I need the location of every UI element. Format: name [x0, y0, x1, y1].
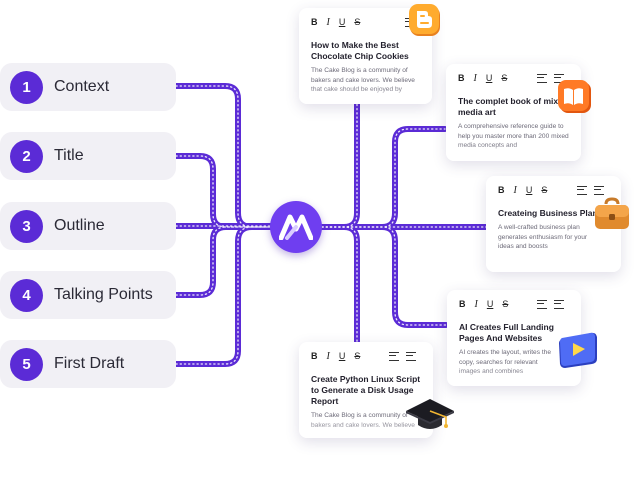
- italic-button[interactable]: I: [326, 16, 330, 28]
- format-toolbar: B I U S: [311, 350, 423, 362]
- content-card[interactable]: B I U S The complet book of mixed media …: [446, 64, 581, 161]
- book-icon: [558, 80, 591, 113]
- format-toolbar: B I U S: [311, 16, 422, 28]
- card-title: How to Make the Best Chocolate Chip Cook…: [311, 40, 409, 61]
- format-toolbar: B I U S: [498, 184, 611, 196]
- format-toolbar: B I U S: [459, 298, 571, 310]
- card-title: AI Creates Full Landing Pages And Websit…: [459, 322, 554, 343]
- underline-button[interactable]: U: [338, 351, 346, 361]
- step-label: Talking Points: [54, 286, 153, 303]
- align-right-icon[interactable]: [554, 299, 564, 309]
- card-title: Create Python Linux Script to Generate a…: [311, 374, 421, 406]
- format-toolbar: B I U S: [458, 72, 571, 84]
- step-context[interactable]: 1 Context: [0, 63, 176, 111]
- fade-overlay: [447, 368, 581, 386]
- underline-button[interactable]: U: [486, 299, 494, 309]
- italic-button[interactable]: I: [473, 72, 477, 84]
- step-number: 5: [10, 347, 43, 381]
- underline-button[interactable]: U: [485, 73, 493, 83]
- align-right-icon[interactable]: [406, 351, 416, 361]
- align-left-icon[interactable]: [537, 73, 547, 83]
- hub-logo: [270, 201, 322, 253]
- card-title: The complet book of mixed media art: [458, 96, 569, 117]
- italic-button[interactable]: I: [513, 184, 517, 196]
- step-outline[interactable]: 3 Outline: [0, 202, 176, 250]
- bold-button[interactable]: B: [498, 185, 505, 195]
- step-label: First Draft: [54, 355, 125, 372]
- align-left-icon[interactable]: [389, 351, 399, 361]
- step-label: Context: [54, 78, 110, 95]
- italic-button[interactable]: I: [326, 350, 330, 362]
- bold-button[interactable]: B: [458, 73, 465, 83]
- step-talking-points[interactable]: 4 Talking Points: [0, 271, 176, 319]
- fade-overlay: [446, 143, 581, 161]
- italic-button[interactable]: I: [474, 298, 478, 310]
- strikethrough-button[interactable]: S: [354, 351, 361, 361]
- step-label: Outline: [54, 217, 105, 234]
- strikethrough-button[interactable]: S: [502, 299, 509, 309]
- strikethrough-button[interactable]: S: [541, 185, 548, 195]
- underline-button[interactable]: U: [525, 185, 533, 195]
- step-number: 4: [10, 278, 43, 312]
- bold-button[interactable]: B: [311, 17, 318, 27]
- logo-icon: [279, 214, 313, 240]
- briefcase-icon: [595, 197, 629, 229]
- graduation-cap-icon: [406, 399, 454, 429]
- step-number: 3: [10, 209, 43, 243]
- bold-button[interactable]: B: [459, 299, 466, 309]
- content-card[interactable]: B I U S AI Creates Full Landing Pages An…: [447, 290, 581, 386]
- strikethrough-button[interactable]: S: [501, 73, 508, 83]
- align-left-icon[interactable]: [577, 185, 587, 195]
- fade-overlay: [486, 254, 621, 272]
- strikethrough-button[interactable]: S: [354, 17, 361, 27]
- step-number: 1: [10, 70, 43, 104]
- align-right-icon[interactable]: [594, 185, 604, 195]
- blogger-icon: [409, 4, 440, 36]
- step-number: 2: [10, 139, 43, 173]
- play-icon: [559, 332, 597, 368]
- align-right-icon[interactable]: [554, 73, 564, 83]
- step-first-draft[interactable]: 5 First Draft: [0, 340, 176, 388]
- step-title[interactable]: 2 Title: [0, 132, 176, 180]
- content-card[interactable]: B I U S Create Python Linux Script to Ge…: [299, 342, 433, 438]
- card-title: Createing Business Plans: [498, 208, 603, 218]
- card-description: A well-crafted business plan generates e…: [498, 224, 588, 250]
- align-left-icon[interactable]: [537, 299, 547, 309]
- underline-button[interactable]: U: [338, 17, 346, 27]
- bold-button[interactable]: B: [311, 351, 318, 361]
- fade-overlay: [299, 420, 433, 438]
- step-label: Title: [54, 147, 84, 164]
- fade-overlay: [299, 86, 432, 104]
